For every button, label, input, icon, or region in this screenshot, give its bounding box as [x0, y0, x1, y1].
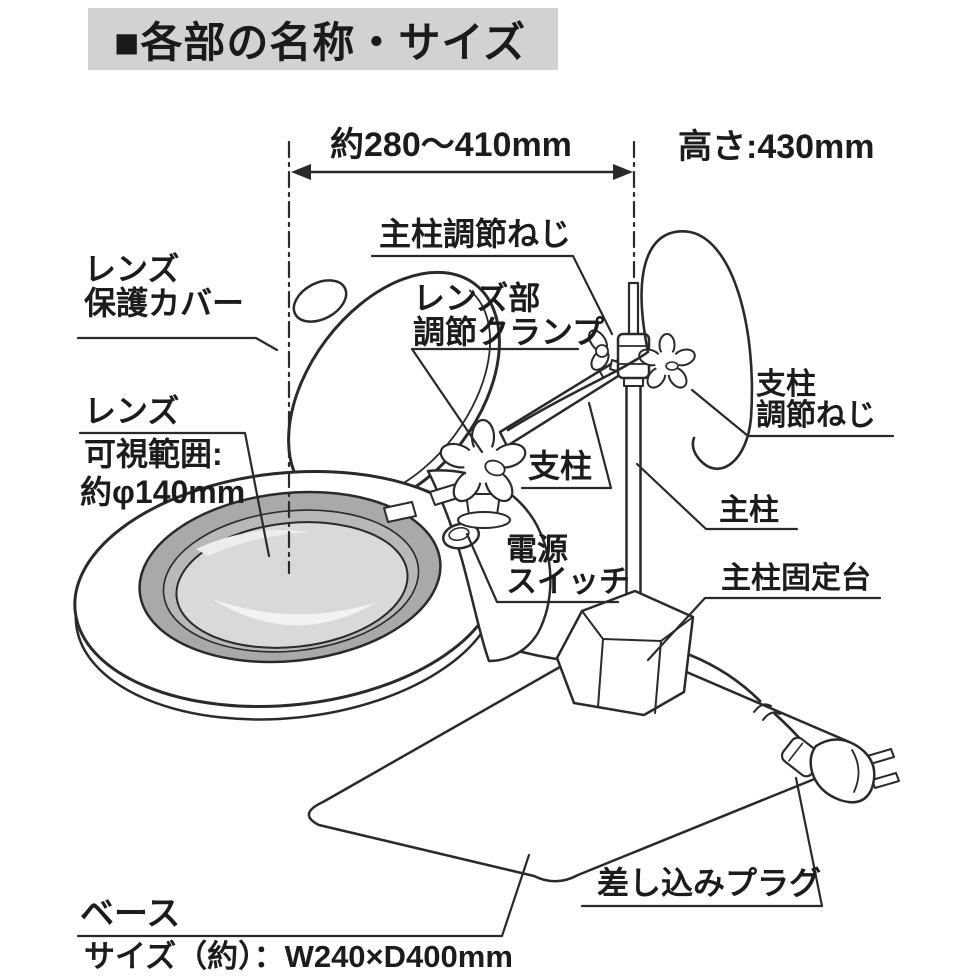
label-lens-clamp-line2: 調節クランプ	[413, 314, 605, 350]
cord-loop	[506, 230, 754, 470]
leader-pole-base	[646, 596, 882, 662]
label-lens-clamp: レンズ部 調節クランプ	[413, 281, 604, 349]
label-arm-adjust-screw-line1: 支柱	[756, 368, 816, 401]
section-title-bar: ■各部の名称・サイズ	[88, 8, 558, 70]
label-lens-range-line3: 約φ140mm	[80, 474, 246, 510]
label-lens-cover-line1: レンズ	[84, 251, 180, 287]
label-power-switch-line1: 電源	[506, 532, 568, 567]
leader-arm-adjust-screw	[690, 388, 895, 438]
leader-pole-adjust-screw	[370, 254, 614, 336]
label-lens-clamp-line1: レンズ部	[413, 280, 541, 316]
leader-pole	[635, 462, 799, 531]
label-power-switch-line2: スイッチ	[506, 564, 630, 599]
label-base-size: サイズ（約）：W240×D400mm	[84, 939, 513, 974]
lens	[138, 490, 442, 664]
power-plug	[780, 736, 900, 804]
label-lens-range-title: レンズ	[84, 393, 180, 429]
label-arm-adjust-screw-line2: 調節ねじ	[756, 399, 876, 432]
label-arm: 支柱	[528, 448, 593, 484]
section-title: ■各部の名称・サイズ	[114, 18, 527, 66]
leader-lens-clamp	[410, 347, 580, 454]
pole-adjust-screw	[595, 344, 609, 358]
width-dimension-arrow	[291, 164, 633, 180]
label-pole-base: 主柱固定台	[721, 562, 871, 595]
leader-arm	[520, 401, 613, 490]
lens-clamp-knob	[439, 418, 527, 529]
leader-lens-cover	[76, 336, 279, 352]
label-base: ベース	[80, 895, 181, 933]
leader-power-switch	[465, 532, 620, 604]
center-lines	[287, 140, 636, 575]
label-arm-adjust-screw: 支柱 調節ねじ	[756, 369, 876, 431]
label-lens-cover-line2: 保護カバー	[84, 285, 245, 321]
leader-base	[76, 853, 531, 938]
label-pole: 主柱	[719, 494, 779, 527]
leader-lens-visible-range	[78, 431, 271, 558]
label-pole-adjust-screw: 主柱調節ねじ	[379, 216, 572, 252]
label-lens-range-line2: 可視範囲:	[84, 436, 223, 472]
width-range-label: 約280〜410mm	[330, 126, 572, 164]
label-plug: 差し込みプラグ	[597, 865, 822, 901]
leader-plug	[580, 776, 824, 908]
label-power-switch: 電源 スイッチ	[506, 534, 630, 598]
pole-fixing-stand	[555, 589, 695, 717]
label-lens-cover: レンズ 保護カバー	[84, 252, 244, 320]
height-label: 高さ:430mm	[678, 128, 875, 166]
